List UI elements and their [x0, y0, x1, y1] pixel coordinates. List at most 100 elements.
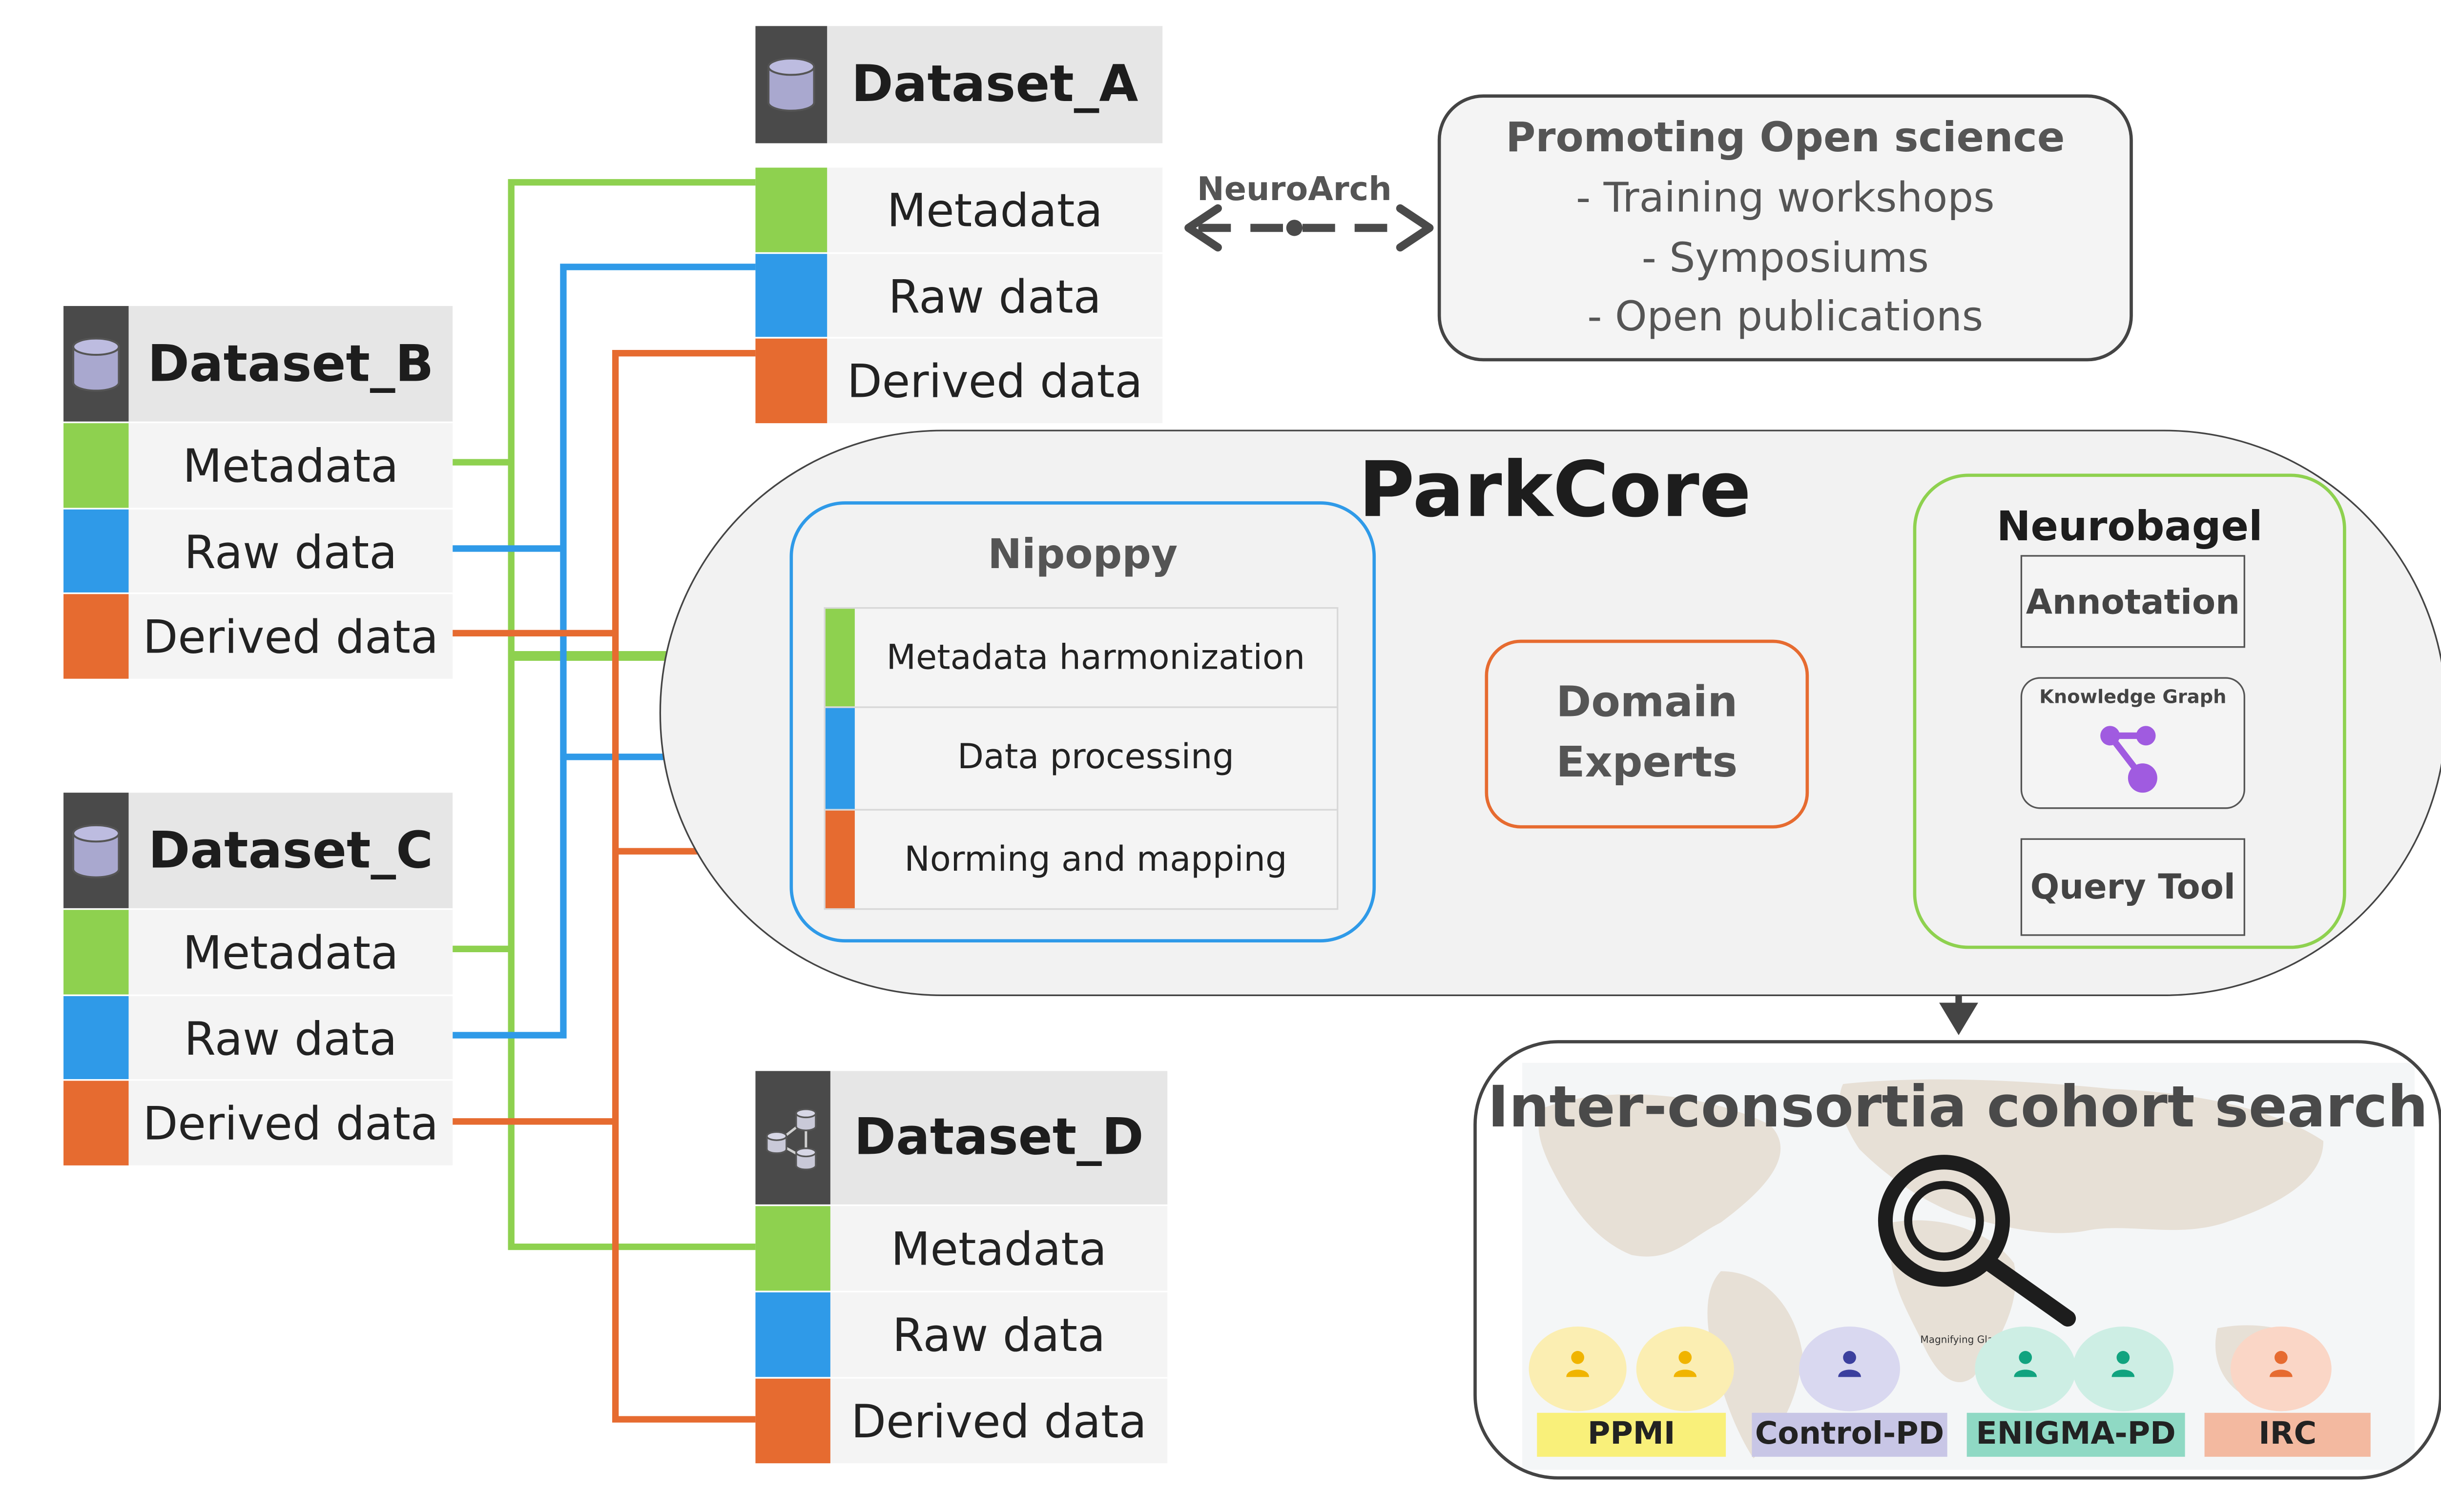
dataset-b-table: Dataset_B Metadata Raw data Derived data [63, 306, 453, 679]
ppmi-label: PPMI [1537, 1412, 1726, 1457]
derived-data-swatch [755, 1378, 830, 1464]
dataset-d-raw-label: Raw data [892, 1308, 1106, 1363]
dataset-a-raw-row: Raw data [755, 252, 1163, 339]
dataset-a-derived-row: Derived data [755, 337, 1163, 424]
dataset-d-icon-cell [755, 1071, 830, 1205]
dataset-b-title: Dataset_B [147, 335, 434, 394]
open-science-item: - Open publications [1587, 293, 1984, 341]
dataset-b-raw-row: Raw data [63, 508, 453, 594]
neurobagel-title: Neurobagel [1996, 503, 2263, 551]
enigma-pd-avatar [2072, 1327, 2174, 1411]
open-science-item: - Symposiums [1641, 234, 1929, 282]
dataset-d-metadata-label: Metadata [890, 1222, 1107, 1276]
metadata-swatch [755, 167, 827, 252]
dataset-d-metadata-row: Metadata [755, 1204, 1168, 1291]
metadata-swatch [63, 910, 129, 995]
metadata-swatch [755, 1206, 830, 1291]
metadata-swatch [825, 609, 855, 707]
database-icon [767, 58, 815, 112]
query-tool-label: Query Tool [2030, 867, 2235, 907]
dataset-b-derived-label: Derived data [143, 610, 439, 664]
raw-data-swatch [825, 708, 855, 809]
data-processing-label: Data processing [957, 737, 1234, 776]
dataset-a-table: Dataset_A Metadata Raw data Derived data [755, 26, 1163, 424]
dataset-d-title: Dataset_D [854, 1108, 1144, 1167]
knowledge-graph-icon [2100, 726, 2157, 793]
domain-experts-line1: Domain [1556, 678, 1738, 728]
irc-avatar [2230, 1327, 2332, 1411]
ppmi-avatar [1636, 1327, 1734, 1411]
open-science-box: Promoting Open science - Training worksh… [1437, 94, 2133, 362]
person-icon [1674, 1351, 1697, 1377]
metadata-harmonization-step: Metadata harmonization [824, 607, 1339, 708]
ppmi-avatar [1529, 1327, 1627, 1411]
domain-experts-box: Domain Experts [1485, 639, 1809, 829]
domain-experts-line2: Experts [1556, 739, 1738, 788]
nipoppy-title: Nipoppy [988, 531, 1178, 578]
person-icon [2269, 1351, 2293, 1377]
knowledge-graph-label: Knowledge Graph [2039, 685, 2227, 708]
magnifying-glass-icon [1878, 1155, 2076, 1327]
dataset-a-raw-label: Raw data [888, 270, 1101, 324]
dataset-b-metadata-label: Metadata [183, 439, 399, 493]
parkcore-title: ParkCore [1358, 446, 1752, 536]
derived-data-swatch [63, 594, 129, 679]
neuroarch-arrow [1184, 204, 1434, 252]
dataset-c-raw-label: Raw data [184, 1012, 397, 1066]
person-icon [2111, 1351, 2135, 1377]
dataset-c-metadata-row: Metadata [63, 908, 453, 995]
annotation-box: Annotation [2020, 555, 2245, 648]
dataset-b-icon-cell [63, 306, 129, 424]
dataset-d-derived-label: Derived data [851, 1395, 1147, 1449]
knowledge-graph-box: Knowledge Graph [2020, 677, 2245, 809]
person-icon [2014, 1351, 2037, 1377]
distributed-database-icon [766, 1108, 817, 1170]
database-icon [72, 337, 120, 392]
raw-data-swatch [755, 254, 827, 339]
dataset-d-table: Dataset_D Metadata Raw data Derived data [755, 1071, 1168, 1464]
raw-data-swatch [63, 509, 129, 594]
person-icon [1838, 1351, 1861, 1377]
neuroarch-label: NeuroArch [1197, 169, 1392, 208]
dataset-a-title: Dataset_A [851, 55, 1138, 114]
irc-label: IRC [2204, 1412, 2371, 1457]
raw-data-swatch [755, 1292, 830, 1377]
norming-mapping-label: Norming and mapping [904, 839, 1287, 879]
person-icon [1566, 1351, 1589, 1377]
query-tool-box: Query Tool [2020, 838, 2245, 936]
dataset-c-table: Dataset_C Metadata Raw data Derived data [63, 793, 453, 1165]
dataset-c-title: Dataset_C [148, 822, 434, 881]
magnifying-glass-caption: Magnifying Glass [1920, 1334, 2004, 1347]
dataset-c-icon-cell [63, 793, 129, 910]
dataset-c-derived-label: Derived data [143, 1097, 439, 1151]
control-pd-avatar [1799, 1327, 1900, 1411]
dataset-b-raw-label: Raw data [184, 526, 397, 580]
dataset-a-metadata-label: Metadata [887, 184, 1103, 238]
derived-data-swatch [755, 338, 827, 424]
metadata-harmonization-label: Metadata harmonization [886, 638, 1305, 677]
dataset-b-derived-row: Derived data [63, 592, 453, 679]
dataset-d-derived-row: Derived data [755, 1377, 1168, 1464]
dataset-d-raw-row: Raw data [755, 1290, 1168, 1377]
open-science-item: - Training workshops [1576, 174, 1995, 222]
raw-data-swatch [63, 996, 129, 1081]
dataset-c-raw-row: Raw data [63, 994, 453, 1081]
annotation-label: Annotation [2026, 582, 2240, 622]
dataset-a-metadata-row: Metadata [755, 166, 1163, 252]
database-icon [72, 824, 120, 879]
enigma-pd-label: ENIGMA-PD [1966, 1412, 2185, 1457]
control-pd-label: Control-PD [1752, 1412, 1947, 1457]
dataset-a-derived-label: Derived data [847, 355, 1143, 409]
dataset-a-icon-cell [755, 26, 827, 143]
cohort-search-panel: Inter-consortia cohort search Magnifying… [1473, 1040, 2441, 1480]
derived-data-swatch [825, 810, 855, 908]
derived-data-swatch [63, 1081, 129, 1165]
norming-mapping-step: Norming and mapping [824, 809, 1339, 910]
dataset-c-derived-row: Derived data [63, 1079, 453, 1165]
dataset-c-metadata-label: Metadata [183, 926, 399, 980]
metadata-swatch [63, 423, 129, 508]
data-processing-step: Data processing [824, 706, 1339, 811]
dataset-b-metadata-row: Metadata [63, 421, 453, 508]
